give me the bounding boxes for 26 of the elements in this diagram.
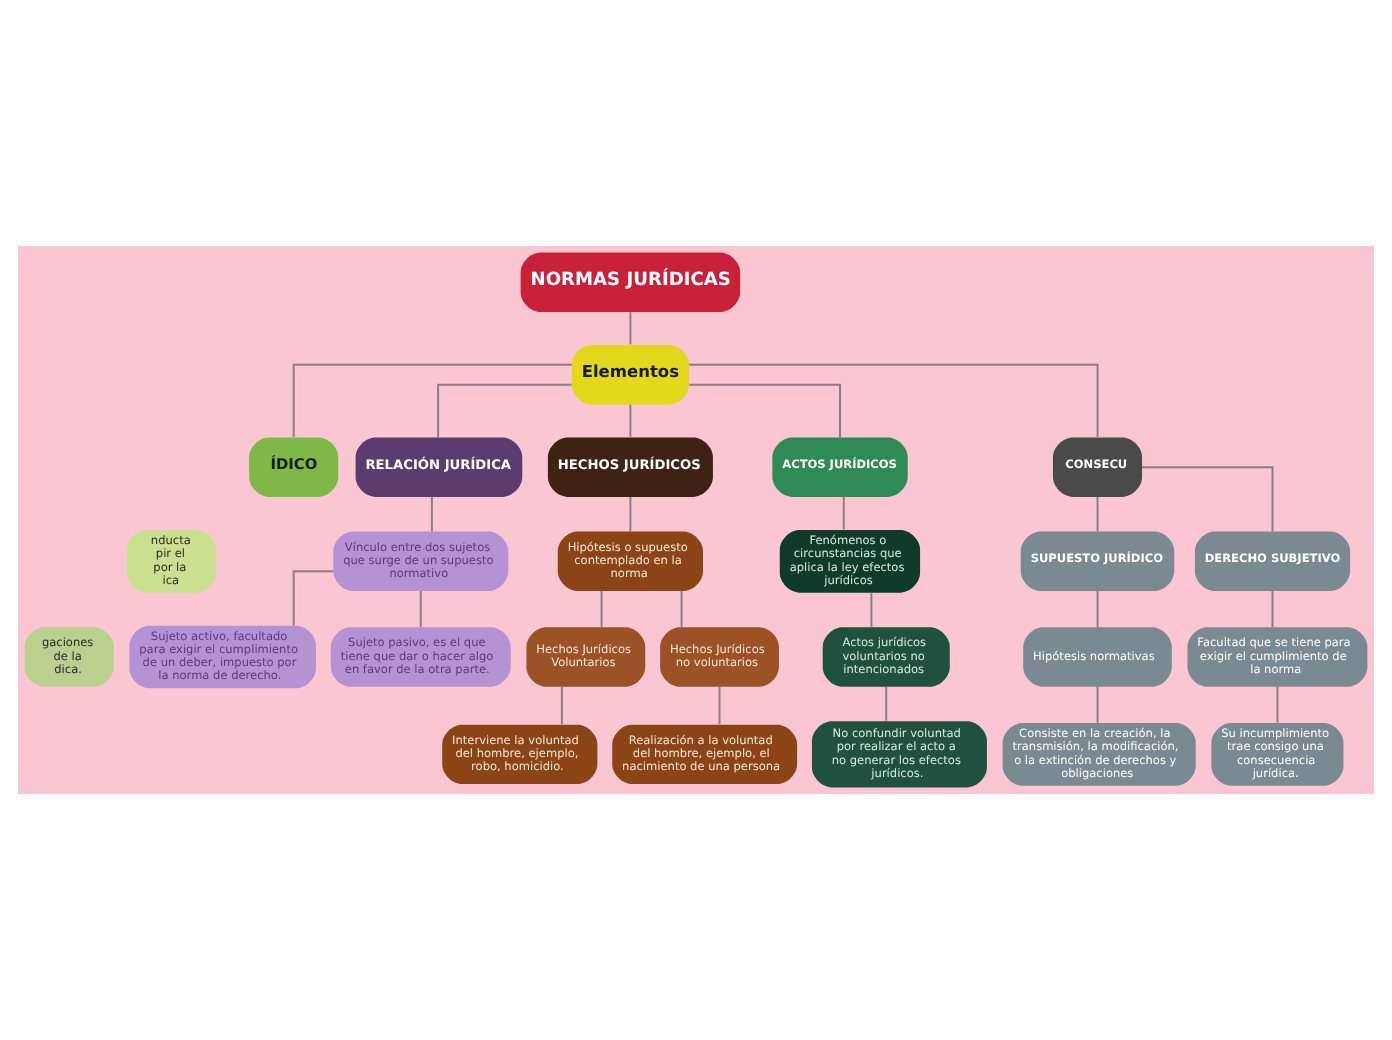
- connector: [1096, 495, 1099, 533]
- connector: [430, 495, 433, 533]
- connector: [688, 363, 1099, 438]
- connector: [292, 363, 573, 438]
- connector: [437, 383, 573, 439]
- connector: [1096, 590, 1099, 628]
- connector: [680, 590, 683, 628]
- node-box: NORMAS JURÍDICAS: [520, 252, 741, 312]
- connector: [688, 383, 841, 439]
- connector: [1276, 685, 1279, 724]
- node-box: Elementos: [571, 345, 689, 405]
- connector: [718, 685, 721, 726]
- connector: [560, 685, 563, 726]
- connector: [629, 403, 632, 438]
- connector: [1271, 590, 1274, 628]
- connector: [600, 590, 603, 628]
- node-box: ÍDICO: [249, 437, 339, 497]
- connector: [870, 592, 873, 628]
- connector: [629, 311, 632, 346]
- connector: [1096, 685, 1099, 724]
- connector: [1141, 466, 1274, 533]
- connector: [419, 590, 422, 628]
- connector: [292, 570, 335, 627]
- connector: [842, 495, 845, 531]
- connector: [885, 685, 888, 722]
- connector: [629, 495, 632, 533]
